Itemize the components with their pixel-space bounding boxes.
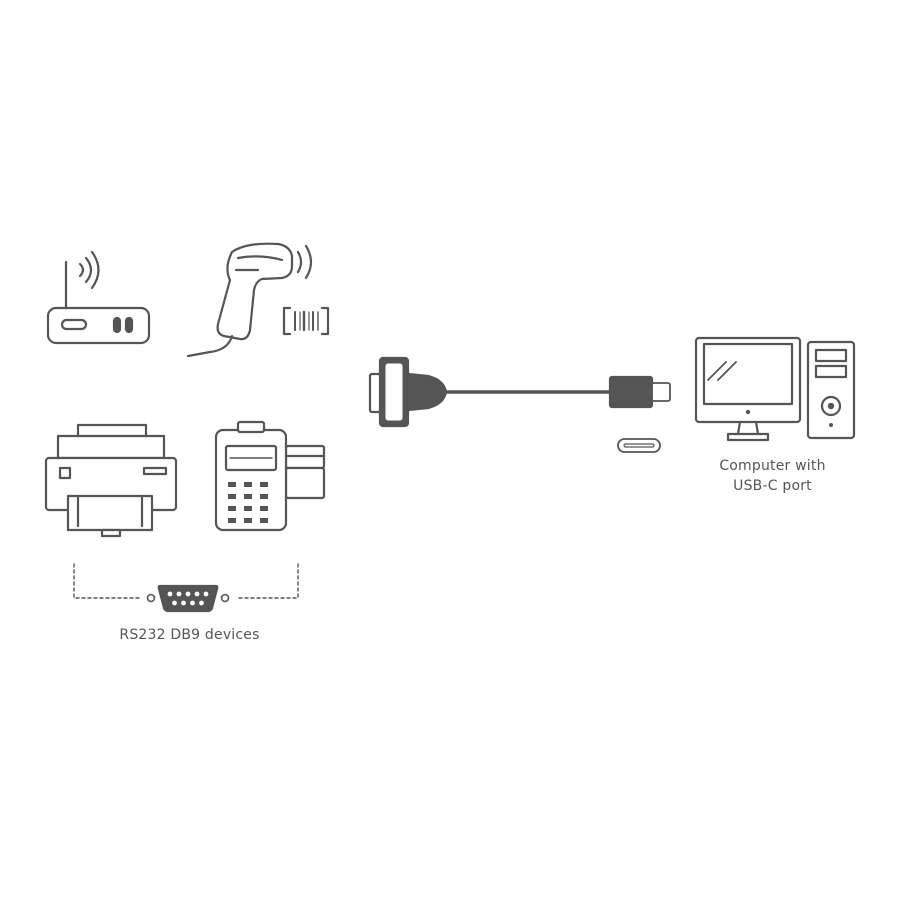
computer-caption-line2: USB-C port xyxy=(733,478,812,494)
printer-icon xyxy=(44,423,178,538)
computer-caption: Computer with USB-C port xyxy=(700,456,845,496)
wifi-router-icon xyxy=(46,250,151,345)
usb-c-plug-icon xyxy=(608,375,671,409)
devices-bracket xyxy=(73,563,299,599)
desktop-computer-icon xyxy=(694,336,856,442)
card-payment-terminal-icon xyxy=(214,420,326,532)
computer-caption-line1: Computer with xyxy=(719,458,826,474)
barcode-scanner-icon xyxy=(186,242,330,358)
usb-c-port-icon xyxy=(617,438,661,453)
db9-serial-port-icon xyxy=(146,584,230,613)
db9-cable-connector-icon xyxy=(368,356,448,428)
devices-caption: RS232 DB9 devices xyxy=(119,627,260,643)
